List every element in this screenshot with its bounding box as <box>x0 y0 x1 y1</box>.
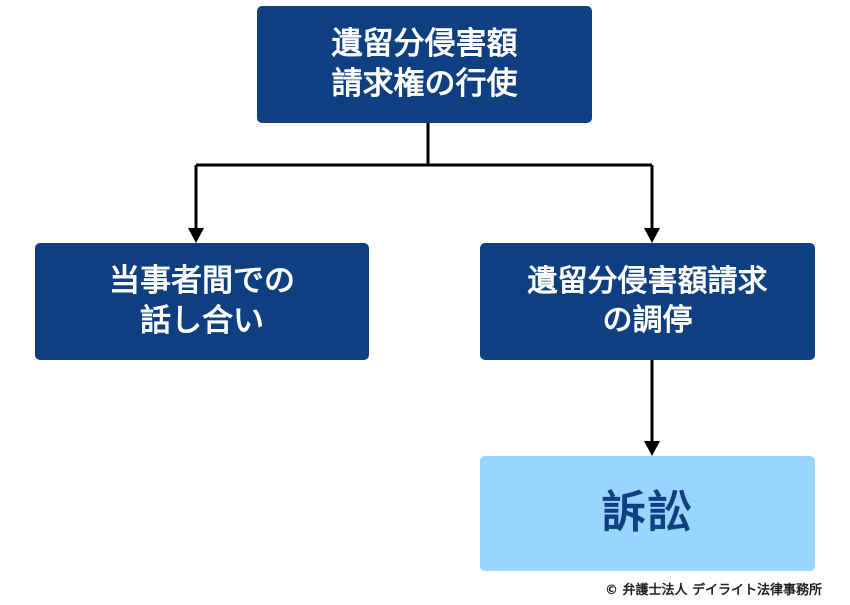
node-lawsuit-label: 訴訟 <box>601 487 694 539</box>
node-lawsuit: 訴訟 <box>480 456 815 571</box>
arrowhead-lawsuit <box>644 441 660 456</box>
copyright-notice: © 弁護士法人 デイライト法律事務所 <box>604 583 822 598</box>
node-claim-exercise-line1: 遺留分侵害額 <box>331 25 518 62</box>
arrowhead-talks <box>188 228 204 243</box>
node-party-talks-line2: 話し合い <box>140 302 264 339</box>
node-claim-exercise: 遺留分侵害額 請求権の行使 <box>257 6 592 123</box>
node-claim-exercise-line2: 請求権の行使 <box>331 65 518 102</box>
node-party-talks: 当事者間での 話し合い <box>35 243 369 360</box>
node-mediation: 遺留分侵害額請求 の調停 <box>480 243 815 360</box>
node-mediation-line1: 遺留分侵害額請求 <box>527 264 768 300</box>
node-mediation-line2: の調停 <box>602 302 693 338</box>
arrowhead-mediation <box>644 228 660 243</box>
node-party-talks-line1: 当事者間での <box>109 262 295 299</box>
